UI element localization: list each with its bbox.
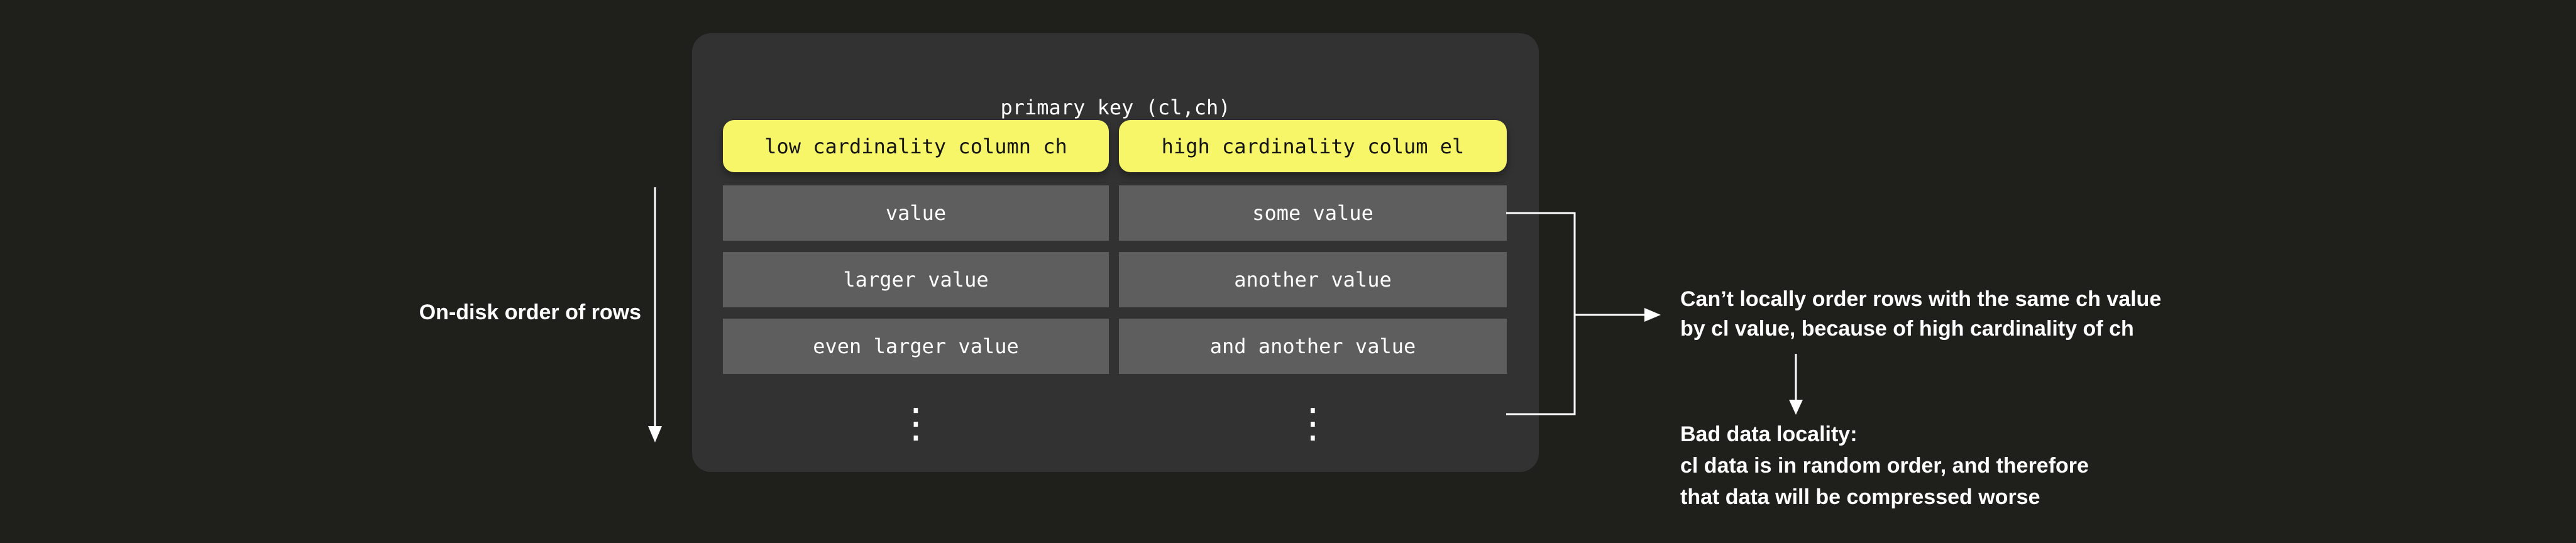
table-cell: value (723, 185, 1109, 241)
cause-arrowhead (1644, 308, 1661, 322)
annotation-locality-line3: that data will be compressed worse (1680, 485, 2040, 509)
annotation-locality-line1: Bad data locality: (1680, 422, 1858, 446)
annotation-cardinality-line1: Can’t locally order rows with the same c… (1680, 287, 2162, 311)
annotation-cardinality-line2: by cl value, because of high cardinality… (1680, 317, 2134, 341)
table-cell: even larger value (723, 319, 1109, 374)
on-disk-order-arrowhead (648, 426, 662, 442)
primary-key-title: primary key (cl,ch) (1000, 96, 1231, 119)
table-cell: and another value (1119, 319, 1507, 374)
effect-arrowhead (1789, 400, 1803, 415)
column-header-high-cardinality: high cardinality colum el (1119, 120, 1507, 172)
annotation-locality: Bad data locality: cl data is in random … (1680, 419, 2089, 513)
primary-key-panel: primary key (cl,ch) low cardinality colu… (692, 33, 1539, 472)
vertical-ellipsis: ⋮ (1292, 400, 1333, 447)
table-cell: some value (1119, 185, 1507, 241)
table-cell: another value (1119, 252, 1507, 307)
column-header-low-cardinality: low cardinality column ch (723, 120, 1109, 172)
annotation-locality-line2: cl data is in random order, and therefor… (1680, 454, 2089, 478)
table-cell: larger value (723, 252, 1109, 307)
annotation-cardinality: Can’t locally order rows with the same c… (1680, 285, 2161, 344)
on-disk-order-label: On-disk order of rows (419, 300, 641, 324)
vertical-ellipsis: ⋮ (896, 400, 936, 447)
